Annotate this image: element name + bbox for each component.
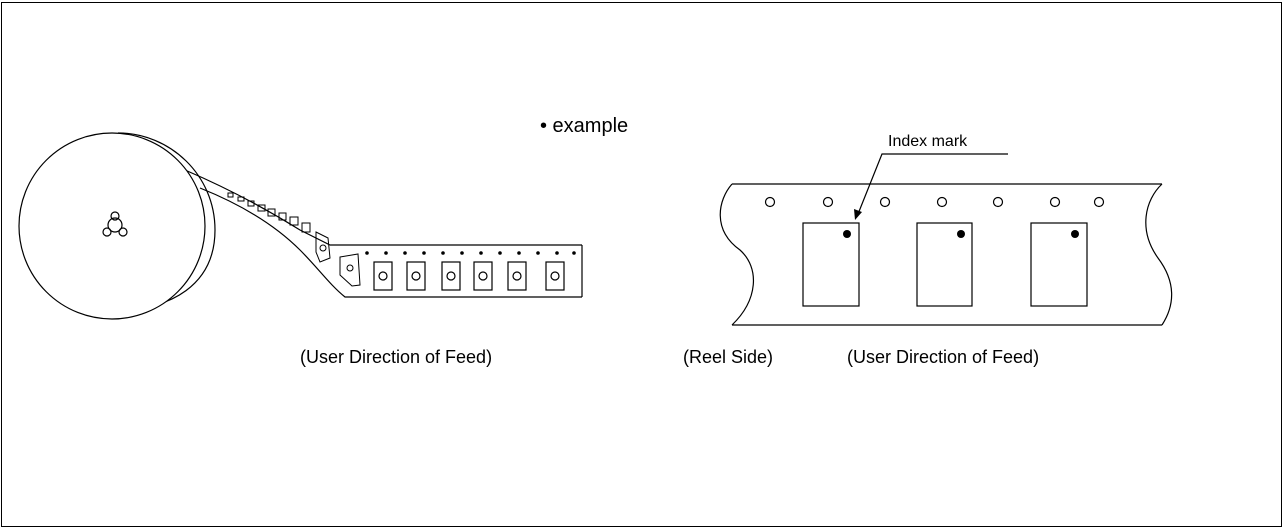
pointer-arrowhead-icon (854, 209, 862, 220)
sprocket-holes-left (365, 251, 576, 255)
index-mark-label: Index mark (888, 133, 968, 150)
tape-strip-upper (184, 169, 582, 246)
tape-right-tear (1145, 183, 1173, 326)
sprocket-holes-right (764, 196, 1105, 208)
component-pockets (802, 222, 1088, 307)
tape-left-tear (719, 183, 754, 326)
straight-tape-pockets (373, 261, 565, 291)
index-mark-pointer (854, 153, 1008, 220)
reel-illustration (18, 132, 583, 320)
tape-strip-lower (199, 187, 582, 298)
example-label: • example (540, 115, 628, 137)
index-mark-dots (843, 230, 1079, 238)
curved-tape-pockets (227, 192, 361, 287)
right-feed-caption: (User Direction of Feed) (847, 347, 1039, 367)
reel-side-caption: (Reel Side) (683, 347, 773, 367)
reel-front-disc (18, 132, 206, 320)
reel-hub-icon (102, 211, 128, 237)
left-feed-caption: (User Direction of Feed) (300, 347, 492, 367)
tape-detail-illustration (719, 153, 1173, 326)
